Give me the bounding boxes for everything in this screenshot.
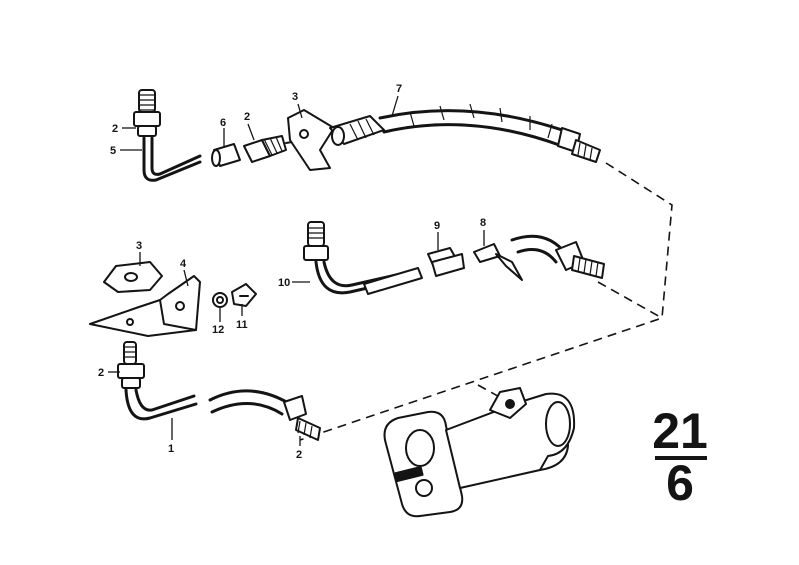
part-8-retaining-bracket — [473, 243, 523, 281]
callout-8: 8 — [480, 217, 486, 229]
part-10-bent-pipe — [303, 221, 423, 295]
callout-2-top-mid: 2 — [244, 111, 250, 123]
part-3-bracket-clip-top — [287, 109, 335, 171]
part-6-sleeve — [211, 143, 241, 167]
group-number-label: 21 6 — [652, 403, 708, 511]
slave-cylinder — [383, 387, 576, 518]
callout-3-top: 3 — [292, 91, 298, 103]
part-2-pipe-union-upper-left — [133, 89, 161, 137]
callout-7: 7 — [396, 83, 402, 95]
assembly-dashed-lines — [299, 162, 673, 441]
callout-3-mid: 3 — [136, 240, 142, 252]
callout-10: 10 — [278, 277, 290, 289]
group-divider-line — [655, 456, 707, 460]
part-1-lower-pipe — [117, 341, 321, 441]
middle-hose-assembly — [510, 234, 605, 279]
sub-group-number: 6 — [666, 455, 694, 511]
callout-12: 12 — [212, 324, 224, 336]
callout-numbers: 7 3 2 6 2 5 9 8 10 3 4 12 11 2 1 2 — [98, 83, 486, 461]
callout-6: 6 — [220, 117, 226, 129]
part-3-clamp-middle — [103, 261, 163, 293]
part-4-mounting-plate — [89, 275, 201, 337]
part-9-hose-clip — [427, 247, 465, 277]
part-11-nut — [231, 283, 257, 307]
part-2-union-nut-top — [243, 135, 299, 163]
part-12-washer — [212, 292, 228, 308]
callout-2-bottom-left: 2 — [98, 367, 104, 379]
part-7-flexible-hose — [329, 103, 601, 163]
callout-2-bottom-mid: 2 — [296, 449, 302, 461]
main-group-number: 21 — [652, 403, 708, 459]
callout-4: 4 — [180, 258, 187, 270]
callout-2-top-left: 2 — [112, 123, 118, 135]
part-5-bent-pipe — [142, 136, 202, 182]
callout-11: 11 — [236, 319, 248, 331]
callout-1: 1 — [168, 443, 174, 455]
callout-leader-lines — [108, 95, 485, 446]
callout-5: 5 — [110, 145, 116, 157]
callout-9: 9 — [434, 220, 440, 232]
